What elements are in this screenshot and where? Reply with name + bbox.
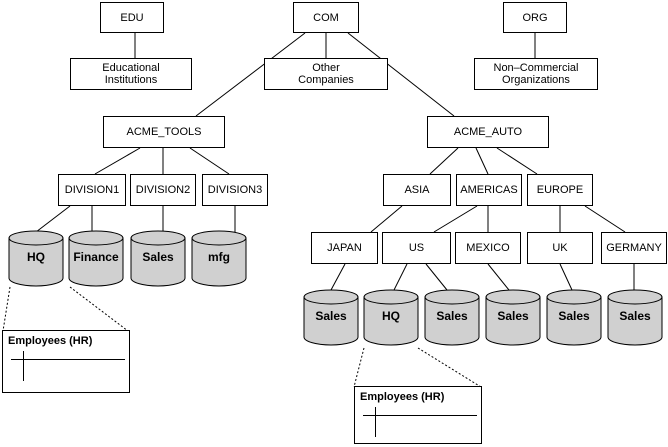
- table-column-rule: [23, 351, 24, 381]
- uk-sales-database: Sales: [546, 289, 602, 347]
- us-node: US: [382, 232, 451, 264]
- us-hq-database: HQ: [363, 289, 419, 347]
- org-node: ORG: [503, 2, 567, 33]
- asia-node: ASIA: [383, 174, 451, 206]
- database-label: Sales: [558, 309, 590, 323]
- com-node: COM: [293, 2, 359, 33]
- germany-node: GERMANY: [601, 232, 667, 264]
- database-label: Finance: [73, 250, 119, 264]
- non-commercial-organizations-node: Non–Commercial Organizations: [474, 58, 598, 90]
- table-title: Employees (HR): [8, 335, 93, 347]
- database-label: Sales: [315, 309, 347, 323]
- database-label: Sales: [142, 250, 174, 264]
- americas-node: AMERICAS: [456, 174, 522, 206]
- mfg-database: mfg: [191, 230, 247, 288]
- database-label: Sales: [619, 309, 651, 323]
- educational-institutions-node: Educational Institutions: [70, 58, 192, 90]
- sales-database: Sales: [130, 230, 186, 288]
- edu-node: EDU: [100, 2, 164, 33]
- table-column-rule: [375, 407, 376, 437]
- division1-node: DIVISION1: [58, 174, 126, 206]
- left-employees-table: Employees (HR): [2, 330, 130, 393]
- database-label: HQ: [27, 250, 45, 264]
- database-label: mfg: [208, 250, 230, 264]
- japan-sales-database: Sales: [303, 289, 359, 347]
- database-label: HQ: [382, 309, 400, 323]
- germany-sales-database: Sales: [607, 289, 663, 347]
- other-companies-node: Other Companies: [264, 58, 388, 90]
- database-label: Sales: [497, 309, 529, 323]
- japan-node: JAPAN: [311, 232, 378, 264]
- mexico-node: MEXICO: [455, 232, 521, 264]
- finance-database: Finance: [68, 230, 124, 288]
- europe-node: EUROPE: [527, 174, 593, 206]
- acme-auto-node: ACME_AUTO: [427, 116, 549, 148]
- division3-node: DIVISION3: [202, 174, 268, 206]
- table-title: Employees (HR): [360, 391, 445, 403]
- table-header-rule: [11, 359, 125, 360]
- table-header-rule: [363, 415, 477, 416]
- database-label: Sales: [436, 309, 468, 323]
- uk-node: UK: [527, 232, 593, 264]
- us-sales-database: Sales: [424, 289, 480, 347]
- acme-tools-node: ACME_TOOLS: [103, 116, 225, 148]
- division2-node: DIVISION2: [130, 174, 196, 206]
- mexico-sales-database: Sales: [485, 289, 541, 347]
- right-employees-table: Employees (HR): [354, 386, 482, 444]
- hq-database: HQ: [8, 230, 64, 288]
